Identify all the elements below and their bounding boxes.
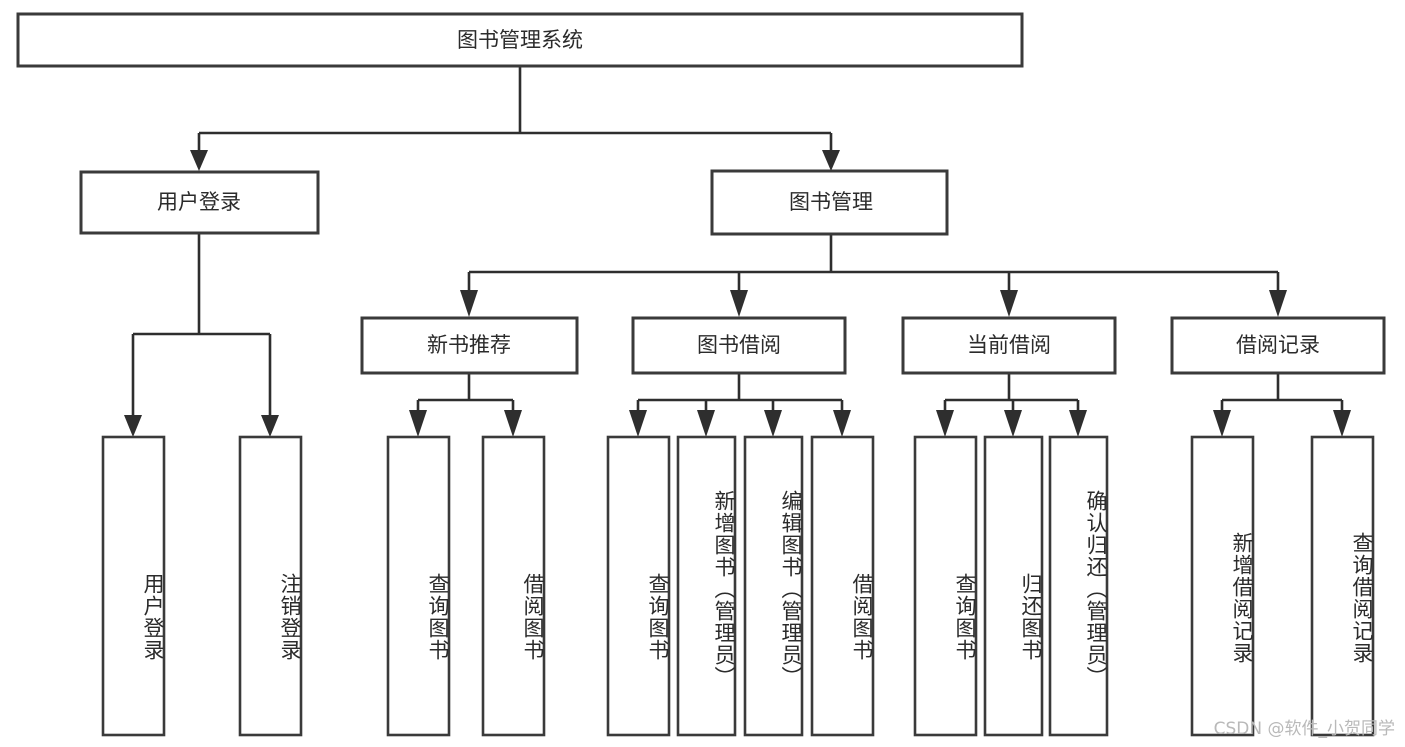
arrow-head-leaf-query-book-2 <box>629 410 647 437</box>
node-leaf-return-book-label: 归还图书 <box>1019 572 1043 661</box>
node-book-borrow-box[interactable] <box>631 316 847 375</box>
node-book-manage-label: 图书管理 <box>789 190 873 214</box>
arrow-head-borrow-record <box>1269 290 1287 317</box>
arrow-head-user-login <box>190 150 208 171</box>
arrow-head-leaf-borrow-book-1 <box>504 410 522 437</box>
node-current-borrow-label: 当前借阅 <box>967 333 1051 357</box>
node-leaf-query-book-3-box[interactable] <box>913 435 978 737</box>
node-root-box[interactable] <box>16 12 1024 68</box>
node-root-label: 图书管理系统 <box>457 28 583 52</box>
arrow-head-leaf-query-record <box>1333 410 1351 437</box>
node-leaf-borrow-book-1-label: 借阅图书 <box>521 572 545 661</box>
arrow-head-leaf-borrow-book-2 <box>833 410 851 437</box>
node-leaf-borrow-book-1-box[interactable] <box>481 435 546 737</box>
node-leaf-add-record-box[interactable] <box>1190 435 1255 737</box>
nodes-layer: 图书管理系统 用户登录 图书管理 新书推荐 图书借阅 当前借阅 借阅记录 <box>16 12 1386 737</box>
node-current-borrow-box[interactable] <box>901 316 1117 375</box>
arrow-head-leaf-user-login <box>124 415 142 437</box>
node-leaf-query-book-1-label: 查询图书 <box>426 572 450 661</box>
node-leaf-query-book-1-box[interactable] <box>386 435 451 737</box>
node-borrow-record-label: 借阅记录 <box>1236 333 1320 357</box>
arrow-head-current-borrow <box>1000 290 1018 317</box>
node-leaf-query-book-2-box[interactable] <box>606 435 671 737</box>
node-user-login-label: 用户登录 <box>157 190 241 214</box>
node-leaf-confirm-return-box[interactable] <box>1048 435 1109 737</box>
node-user-login-box[interactable] <box>79 170 320 235</box>
node-leaf-return-book-box[interactable] <box>983 435 1044 737</box>
node-book-borrow-label: 图书借阅 <box>697 333 781 357</box>
node-borrow-record-box[interactable] <box>1170 316 1386 375</box>
arrow-head-new-book-recommend <box>460 290 478 317</box>
arrow-head-leaf-edit-book <box>764 410 782 437</box>
node-leaf-logout-login-label: 注销登录 <box>278 572 302 661</box>
node-book-manage-box[interactable] <box>710 169 949 236</box>
connectors-layer <box>124 66 1351 437</box>
node-leaf-query-book-3-label: 查询图书 <box>953 572 977 661</box>
arrow-head-leaf-query-book-3 <box>936 410 954 437</box>
node-leaf-borrow-book-2-label: 借阅图书 <box>850 572 874 661</box>
node-leaf-edit-book-box[interactable] <box>743 435 804 737</box>
node-new-book-recommend-label: 新书推荐 <box>427 333 511 357</box>
node-leaf-add-book-box[interactable] <box>676 435 737 737</box>
node-new-book-recommend-box[interactable] <box>360 316 579 375</box>
arrow-head-leaf-logout-login <box>261 415 279 437</box>
node-leaf-borrow-book-2-box[interactable] <box>810 435 875 737</box>
node-leaf-logout-login-box[interactable] <box>238 435 303 737</box>
node-leaf-user-login-box[interactable] <box>101 435 166 737</box>
node-leaf-user-login-label: 用户登录 <box>141 572 165 661</box>
node-leaf-add-record-label: 新增借阅记录 <box>1230 531 1254 664</box>
arrow-head-leaf-add-record <box>1213 410 1231 437</box>
arrow-head-book-manage <box>822 150 840 171</box>
node-leaf-query-record-label: 查询借阅记录 <box>1350 531 1374 664</box>
arrow-head-leaf-query-book-1 <box>409 410 427 437</box>
csdn-watermark: CSDN @软件_小贺同学 <box>1213 719 1395 739</box>
arrow-head-leaf-confirm-return <box>1069 410 1087 437</box>
arrow-head-leaf-return-book <box>1004 410 1022 437</box>
node-leaf-confirm-return-label: 确认归还（管理员） <box>1084 490 1108 688</box>
node-leaf-add-book-label: 新增图书（管理员） <box>712 490 736 688</box>
arrow-head-leaf-add-book <box>697 410 715 437</box>
node-leaf-edit-book-label: 编辑图书（管理员） <box>779 490 803 688</box>
node-leaf-query-book-2-label: 查询图书 <box>646 572 670 661</box>
arrow-head-book-borrow <box>730 290 748 317</box>
node-leaf-query-record-box[interactable] <box>1310 435 1375 737</box>
